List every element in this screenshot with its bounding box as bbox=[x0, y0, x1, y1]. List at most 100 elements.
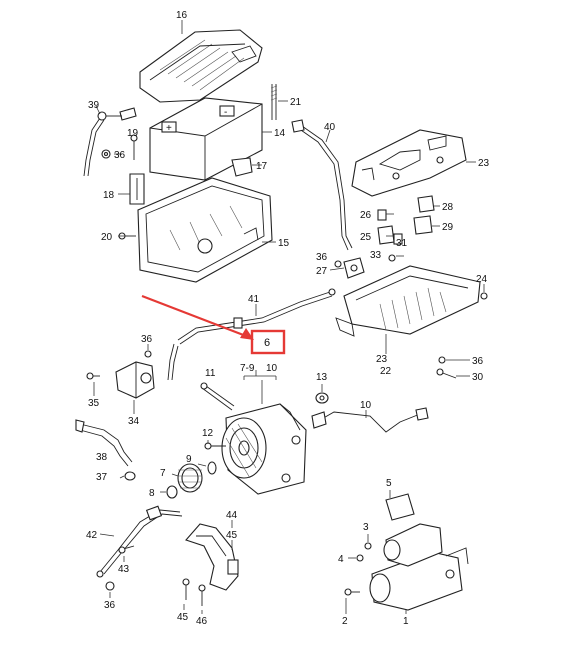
callout-38: 38 bbox=[96, 452, 108, 463]
callout-39: 39 bbox=[88, 100, 100, 111]
callout-36d: 36 bbox=[472, 356, 484, 367]
callout-34: 34 bbox=[128, 416, 140, 427]
highlight-box bbox=[250, 329, 286, 355]
callout-7: 7 bbox=[160, 468, 166, 479]
callout-23a: 23 bbox=[478, 158, 490, 169]
callout-41: 41 bbox=[248, 294, 260, 305]
nut-4 bbox=[356, 554, 364, 562]
callout-42: 42 bbox=[86, 530, 98, 541]
nut-36c bbox=[144, 350, 152, 358]
battery-tray bbox=[137, 177, 273, 283]
callout-1: 1 bbox=[403, 616, 409, 627]
ground-strap-38 bbox=[75, 419, 133, 467]
cable-41 bbox=[167, 288, 336, 381]
callout-6: 6 bbox=[264, 337, 270, 349]
callout-44: 44 bbox=[226, 510, 238, 521]
callout-24: 24 bbox=[476, 274, 488, 285]
battery-cover bbox=[139, 29, 263, 103]
callout-29: 29 bbox=[442, 222, 454, 233]
callout-26: 26 bbox=[360, 210, 372, 221]
nut-13 bbox=[315, 392, 329, 404]
bolt-35 bbox=[86, 372, 100, 380]
starter-motor bbox=[369, 523, 469, 611]
highlight-arrow bbox=[141, 294, 254, 340]
callout-40: 40 bbox=[324, 122, 336, 133]
callout-9: 9 bbox=[186, 454, 192, 465]
callout-19: 19 bbox=[127, 128, 139, 139]
callout-36c: 36 bbox=[141, 334, 153, 345]
bolt-43 bbox=[118, 545, 135, 554]
svg-text:-: - bbox=[224, 107, 227, 118]
bolt-11 bbox=[200, 382, 235, 411]
callout-2: 2 bbox=[342, 616, 348, 627]
relay-29 bbox=[413, 215, 433, 235]
callout-4: 4 bbox=[338, 554, 344, 565]
callout-14: 14 bbox=[274, 128, 286, 139]
callout-36e: 36 bbox=[104, 600, 116, 611]
pulley-7 bbox=[177, 463, 203, 493]
mounting-bracket-23 bbox=[351, 129, 467, 197]
nut-8 bbox=[166, 485, 178, 499]
callout-21: 21 bbox=[290, 97, 302, 108]
nut-36e bbox=[105, 581, 115, 591]
callout-13: 13 bbox=[316, 372, 328, 383]
bolt-30 bbox=[436, 368, 457, 379]
fuse-26 bbox=[377, 209, 387, 221]
callout-12: 12 bbox=[202, 428, 214, 439]
callout-8: 8 bbox=[149, 488, 155, 499]
nut-33 bbox=[388, 254, 396, 262]
callout-25: 25 bbox=[360, 232, 372, 243]
ground-cable-40 bbox=[291, 119, 353, 251]
callout-16: 16 bbox=[176, 10, 188, 21]
callout-35: 35 bbox=[88, 398, 100, 409]
relay-28 bbox=[417, 195, 435, 213]
bolt-46 bbox=[198, 584, 206, 606]
callout-45a: 45 bbox=[226, 530, 238, 541]
callout-3: 3 bbox=[363, 522, 369, 533]
callout-30: 30 bbox=[472, 372, 484, 383]
callout-28: 28 bbox=[442, 202, 454, 213]
callout-15: 15 bbox=[278, 238, 290, 249]
bolt-24 bbox=[480, 292, 488, 300]
bracket-18 bbox=[129, 173, 145, 205]
nut-36d bbox=[438, 356, 446, 364]
svg-text:+: + bbox=[166, 123, 172, 134]
callout-36a: 36 bbox=[114, 150, 126, 161]
terminal-31 bbox=[393, 233, 403, 245]
callout-37: 37 bbox=[96, 472, 108, 483]
callout-10b: 10 bbox=[360, 400, 372, 411]
callout-23b: 23 bbox=[376, 354, 388, 365]
callout-7-9: 7-9 bbox=[240, 363, 255, 374]
nut-36b bbox=[334, 260, 342, 268]
washer-9 bbox=[207, 461, 217, 475]
callout-27: 27 bbox=[316, 266, 328, 277]
callout-bracket-6 bbox=[243, 370, 277, 404]
solenoid-34 bbox=[115, 361, 155, 399]
nut-36a bbox=[101, 149, 111, 159]
callout-43: 43 bbox=[118, 564, 130, 575]
bolt-19 bbox=[130, 134, 138, 160]
hold-down-rod bbox=[270, 84, 278, 120]
callout-33: 33 bbox=[370, 250, 382, 261]
alternator-assembly bbox=[221, 403, 307, 495]
callout-36b: 36 bbox=[316, 252, 328, 263]
callout-20: 20 bbox=[101, 232, 113, 243]
fuse-carrier-plate-22 bbox=[335, 265, 481, 337]
fuse-holder-25 bbox=[377, 225, 395, 245]
callout-17: 17 bbox=[256, 161, 268, 172]
battery-clamp bbox=[231, 157, 262, 177]
callout-46: 46 bbox=[196, 616, 208, 627]
callout-31: 31 bbox=[396, 238, 408, 249]
connector-27 bbox=[343, 257, 365, 279]
nut-3 bbox=[364, 542, 372, 550]
battery-cable-39 bbox=[83, 107, 137, 177]
starter-cover-5 bbox=[385, 493, 415, 521]
bolt-45 bbox=[182, 578, 190, 600]
callout-45b: 45 bbox=[177, 612, 189, 623]
sensor-cable-10 bbox=[311, 407, 429, 433]
callout-5: 5 bbox=[386, 478, 392, 489]
callout-11: 11 bbox=[205, 368, 216, 379]
bolt-2 bbox=[344, 588, 360, 596]
